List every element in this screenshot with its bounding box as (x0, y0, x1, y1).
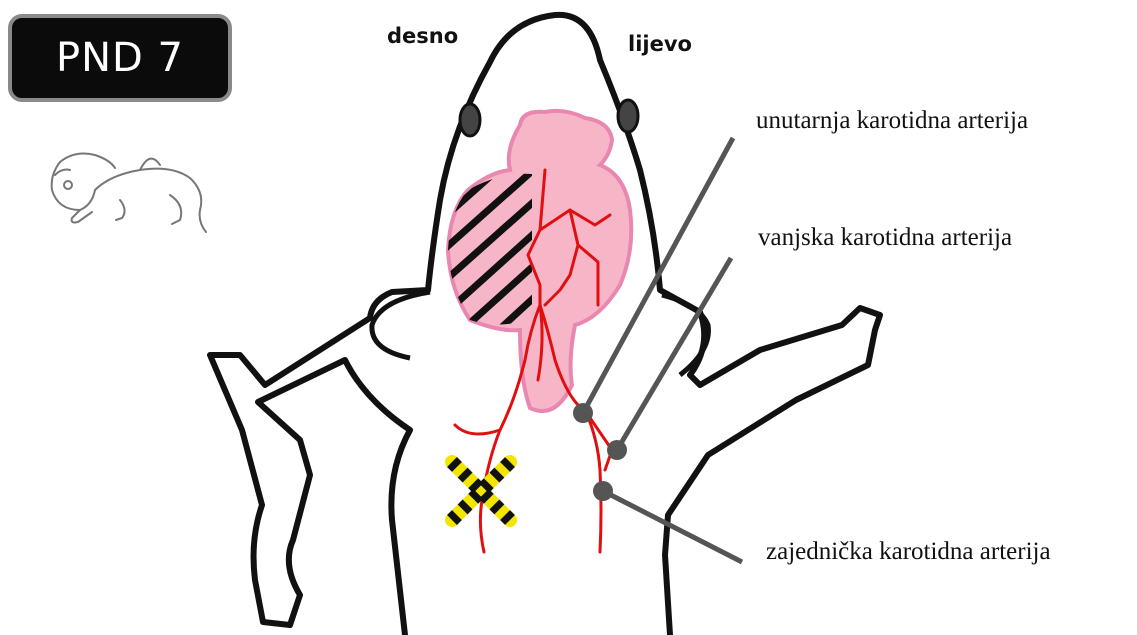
age-badge: PND 7 (8, 14, 232, 102)
label-left-side: lijevo (628, 32, 692, 56)
label-right-side: desno (387, 24, 458, 48)
age-badge-label: PND 7 (56, 35, 184, 81)
callout-common-carotid: zajednička karotidna arterija (766, 538, 1051, 566)
pup-icon (52, 154, 206, 232)
callout-internal-carotid: unutarnja karotidna arterija (756, 107, 1028, 135)
callout-external-carotid: vanjska karotidna arterija (758, 224, 1012, 252)
left-eye (618, 100, 638, 132)
right-eye (460, 104, 480, 136)
leader-external (607, 258, 731, 460)
